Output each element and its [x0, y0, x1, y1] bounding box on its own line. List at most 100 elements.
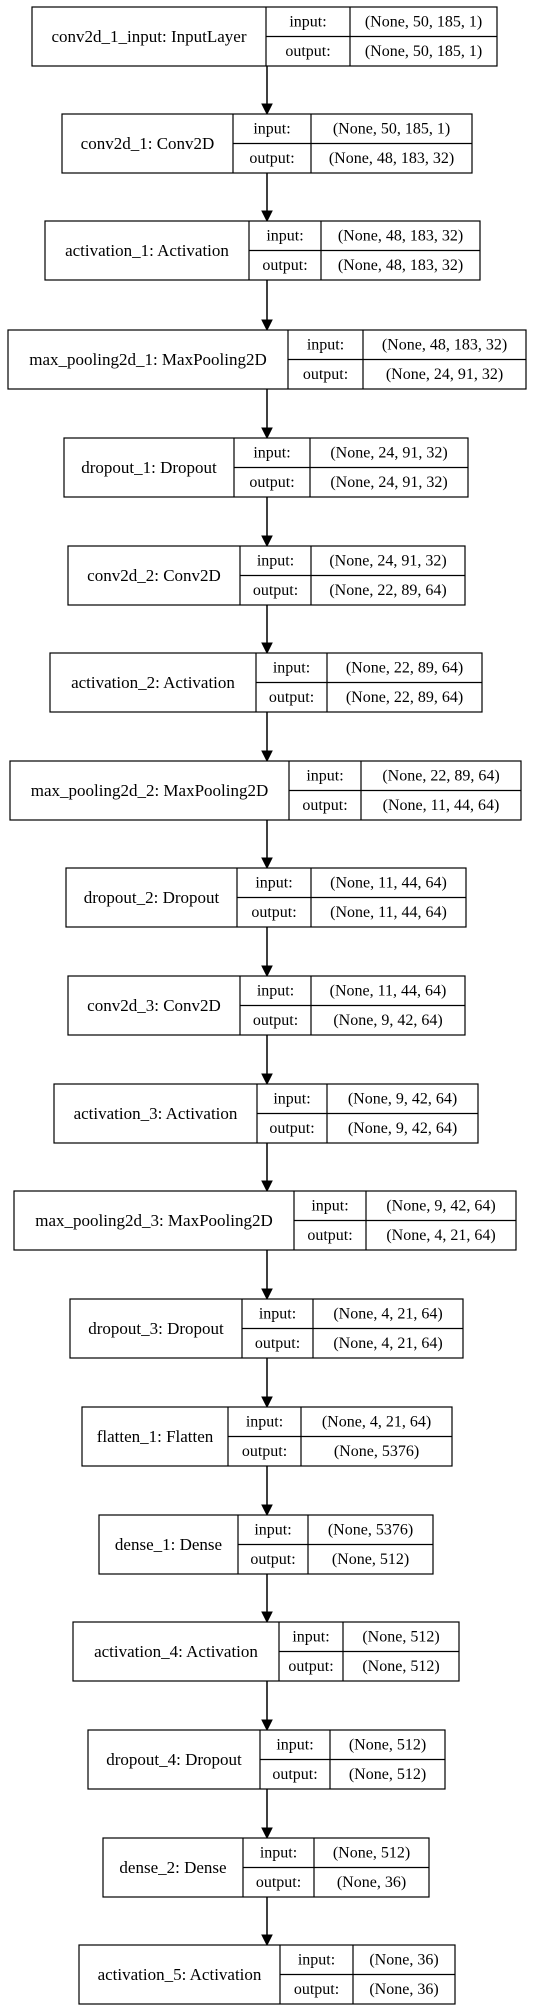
arrow-head — [261, 1073, 273, 1086]
output-shape: (None, 24, 91, 32) — [330, 474, 447, 491]
output-port-label: output: — [288, 1658, 333, 1675]
input-port-label: input: — [307, 336, 344, 353]
layer-node: max_pooling2d_3: MaxPooling2D input: outpu… — [13, 1190, 517, 1251]
output-port-label: output: — [272, 1766, 317, 1783]
layer-node: max_pooling2d_1: MaxPooling2D input: outpu… — [7, 329, 527, 390]
input-port-label: input: — [260, 1844, 297, 1861]
input-shape: (None, 9, 42, 64) — [386, 1197, 495, 1214]
input-port-label: input: — [253, 120, 290, 137]
edge-arrow — [261, 820, 273, 870]
layer-node: activation_4: Activationinput:output:(No… — [72, 1621, 460, 1682]
layer-name: flatten_1: Flatten — [97, 1427, 214, 1446]
output-shape: (None, 22, 89, 64) — [346, 689, 463, 706]
layer-name: activation_4: Activation — [94, 1642, 258, 1661]
input-shape: (None, 50, 185, 1) — [333, 120, 450, 137]
output-shape: (None, 48, 183, 32) — [329, 150, 454, 167]
edge-arrow — [261, 280, 273, 332]
edge-arrow — [261, 173, 273, 223]
arrow-head — [261, 319, 273, 332]
edge-arrow — [261, 1466, 273, 1517]
output-shape: (None, 50, 185, 1) — [365, 43, 482, 60]
input-port-label: input: — [273, 659, 310, 676]
layer-name: conv2d_3: Conv2D — [87, 996, 221, 1015]
input-port-label: input: — [257, 982, 294, 999]
input-port-label: input: — [255, 874, 292, 891]
input-port-label: input: — [273, 1090, 310, 1107]
output-port-label: output: — [303, 366, 348, 383]
output-shape: (None, 48, 183, 32) — [338, 257, 463, 274]
arrow-head — [261, 750, 273, 763]
arrow-head — [261, 642, 273, 655]
layer-node: dropout_1: Dropout input: output: (None, 24… — [63, 437, 469, 498]
input-shape: (None, 11, 44, 64) — [330, 874, 447, 891]
layer-node: max_pooling2d_2: MaxPooling2Dinput:outpu… — [9, 760, 522, 821]
output-shape: (None, 512) — [332, 1551, 409, 1568]
edge-arrow — [261, 1250, 273, 1301]
input-shape: (None, 48, 183, 32) — [382, 336, 507, 353]
input-shape: (None, 512) — [349, 1736, 426, 1753]
edge-arrow — [261, 605, 273, 655]
layer-name: activation_1: Activation — [65, 241, 229, 260]
layer-name: dropout_4: Dropout — [106, 1750, 242, 1769]
input-port-label: input: — [289, 13, 326, 30]
layer-node: activation_3: Activationinput:output:(No… — [53, 1083, 479, 1144]
input-shape: (None, 36) — [369, 1951, 438, 1968]
arrow-head — [261, 1288, 273, 1301]
input-shape: (None, 9, 42, 64) — [348, 1090, 457, 1107]
layer-name: activation_3: Activation — [74, 1104, 238, 1123]
edge-arrow — [261, 497, 273, 548]
output-port-label: output: — [253, 1012, 298, 1029]
edge-arrow — [261, 927, 273, 978]
edge-arrow — [261, 389, 273, 440]
layer-name: dropout_3: Dropout — [88, 1319, 224, 1338]
arrow-head — [261, 427, 273, 440]
arrow-head — [261, 857, 273, 870]
layer-node: dense_2: Dense input: output: (None, 512) (N… — [102, 1837, 430, 1898]
output-shape: (None, 512) — [362, 1658, 439, 1675]
input-port-label: input: — [257, 552, 294, 569]
output-shape: (None, 11, 44, 64) — [330, 904, 447, 921]
output-shape: (None, 512) — [349, 1766, 426, 1783]
input-port-label: input: — [306, 767, 343, 784]
layer-name: max_pooling2d_3: MaxPooling2D — [35, 1211, 273, 1230]
output-port-label: output: — [255, 1335, 300, 1352]
edge-arrow — [261, 1681, 273, 1732]
edge-arrow — [261, 1035, 273, 1086]
input-shape: (None, 4, 21, 64) — [333, 1305, 442, 1322]
edge-arrow — [261, 1574, 273, 1624]
output-port-label: output: — [307, 1227, 352, 1244]
input-shape: (None, 22, 89, 64) — [382, 767, 499, 784]
input-port-label: input: — [311, 1197, 348, 1214]
input-shape: (None, 50, 185, 1) — [365, 13, 482, 30]
output-port-label: output: — [256, 1874, 301, 1891]
layer-node: activation_2: Activation input: output: (No… — [49, 652, 483, 713]
output-port-label: output: — [251, 904, 296, 921]
output-port-label: output: — [269, 689, 314, 706]
output-shape: (None, 9, 42, 64) — [348, 1120, 457, 1137]
input-port-label: input: — [246, 1413, 283, 1430]
layer-name: dropout_1: Dropout — [81, 458, 217, 477]
input-port-label: input: — [298, 1951, 335, 1968]
output-port-label: output: — [249, 474, 294, 491]
output-port-label: output: — [242, 1443, 287, 1460]
output-shape: (None, 24, 91, 32) — [386, 366, 503, 383]
input-port-label: input: — [253, 444, 290, 461]
input-shape: (None, 512) — [333, 1844, 410, 1861]
edge-arrow — [261, 1789, 273, 1840]
layer-name: activation_2: Activation — [71, 673, 235, 692]
arrow-head — [261, 210, 273, 223]
edge-arrow — [261, 1143, 273, 1193]
input-port-label: input: — [259, 1305, 296, 1322]
layer-name: max_pooling2d_1: MaxPooling2D — [29, 350, 267, 369]
input-port-label: input: — [254, 1521, 291, 1538]
output-port-label: output: — [262, 257, 307, 274]
output-shape: (None, 36) — [337, 1874, 406, 1891]
input-port-label: input: — [276, 1736, 313, 1753]
layer-name: dense_2: Dense — [119, 1858, 226, 1877]
